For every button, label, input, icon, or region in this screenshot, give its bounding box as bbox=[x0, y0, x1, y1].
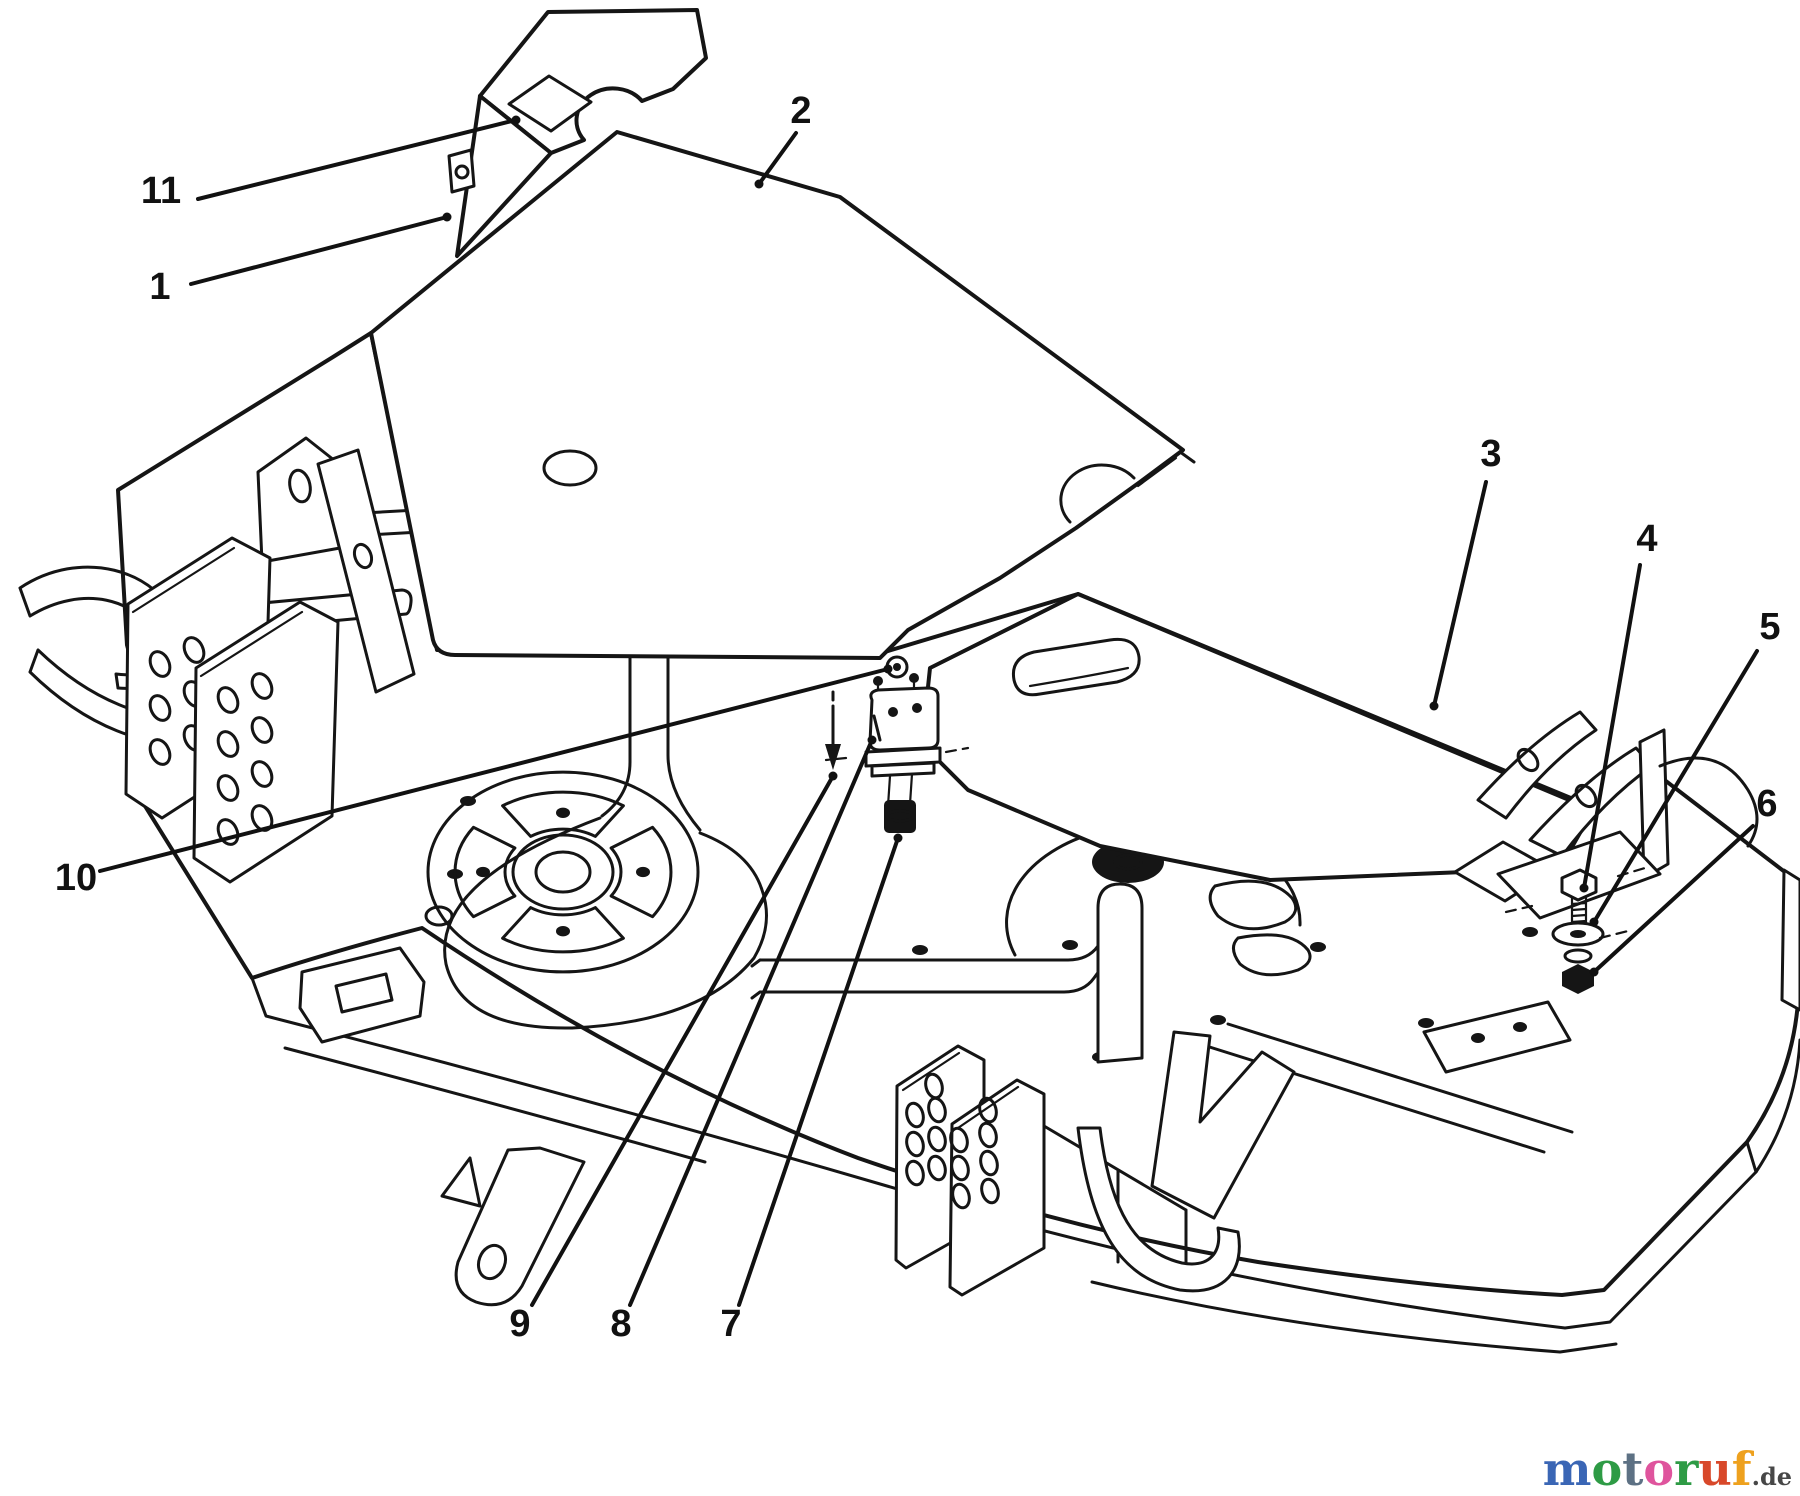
cover-tab bbox=[447, 148, 476, 194]
logo-tld: .de bbox=[1751, 1462, 1792, 1491]
logo-letter: o bbox=[1643, 1442, 1675, 1496]
callout-9-leader bbox=[530, 774, 835, 1307]
callout-2-endpoint bbox=[754, 179, 764, 189]
logo-letter: f bbox=[1731, 1442, 1752, 1496]
logo-letter: o bbox=[1591, 1442, 1623, 1496]
spindle-spider-emboss bbox=[428, 772, 698, 972]
support-strut bbox=[316, 448, 416, 694]
bearing-block bbox=[868, 686, 940, 752]
motoruf-watermark: motoruf.de bbox=[1543, 1446, 1792, 1492]
deck-body bbox=[116, 213, 1800, 1354]
callout-8-leader bbox=[628, 738, 874, 1307]
callout-11-leader bbox=[196, 118, 518, 201]
callout-label-9: 9 bbox=[509, 1303, 530, 1345]
callout-1-endpoint bbox=[442, 212, 452, 222]
hanger-flag bbox=[440, 1156, 482, 1208]
j-skid-tube bbox=[1076, 1126, 1241, 1293]
callout-label-4: 4 bbox=[1636, 518, 1657, 560]
rear-right-brackets bbox=[1476, 710, 1759, 880]
direction-arrow bbox=[825, 690, 841, 770]
baffle-plates bbox=[894, 1000, 1572, 1297]
left-mount-cluster bbox=[18, 436, 702, 1307]
belt-cover-top bbox=[447, 8, 708, 258]
callout-label-2: 2 bbox=[790, 90, 811, 132]
callout-label-10: 10 bbox=[55, 857, 97, 899]
callout-7-endpoint bbox=[893, 833, 903, 843]
callout-5-leader bbox=[1592, 649, 1759, 924]
callout-7-leader bbox=[737, 836, 900, 1307]
deck-skirt bbox=[250, 976, 1800, 1330]
callout-10-endpoint bbox=[883, 664, 893, 674]
callout-label-8: 8 bbox=[610, 1303, 631, 1345]
logo-letter: t bbox=[1622, 1442, 1644, 1496]
front-step-bracket bbox=[298, 946, 426, 1044]
logo-letter: u bbox=[1698, 1442, 1732, 1496]
callout-2-leader bbox=[757, 131, 798, 186]
v-bracket bbox=[1150, 1030, 1296, 1220]
hardware-bolt-stack bbox=[1496, 830, 1662, 994]
callout-3-endpoint bbox=[1429, 701, 1439, 711]
callout-8-endpoint bbox=[867, 735, 877, 745]
callout-11-endpoint bbox=[511, 115, 521, 125]
callout-4-leader bbox=[1582, 563, 1642, 890]
logo-letter: m bbox=[1542, 1442, 1592, 1496]
belt-grooves bbox=[750, 900, 1132, 1000]
callout-4-endpoint bbox=[1579, 883, 1589, 893]
callout-label-7: 7 bbox=[720, 1303, 741, 1345]
bolt-shank bbox=[1570, 895, 1588, 926]
belt-cover-main-outline bbox=[369, 130, 1185, 660]
callout-label-5: 5 bbox=[1759, 606, 1780, 648]
deck-outline bbox=[116, 331, 1800, 1297]
front-hanger-arm bbox=[454, 1146, 586, 1307]
callout-1-leader bbox=[189, 215, 449, 286]
callout-label-1: 1 bbox=[149, 266, 170, 308]
callout-label-11: 11 bbox=[141, 170, 181, 212]
cover-slot bbox=[1011, 637, 1141, 697]
spindle-assembly bbox=[824, 655, 970, 833]
hex-nut bbox=[1562, 964, 1594, 994]
two-hole-plate bbox=[1422, 1000, 1572, 1074]
baffle-plate-left-holes bbox=[905, 1072, 947, 1187]
callout-9-endpoint bbox=[828, 771, 838, 781]
baffle-plate-right-holes bbox=[949, 1096, 1000, 1210]
decal-top-cover bbox=[507, 74, 593, 133]
callout-6-leader bbox=[1592, 824, 1755, 974]
flange bbox=[864, 746, 942, 768]
spindle-column bbox=[1096, 882, 1144, 1064]
spacer bbox=[884, 800, 916, 833]
lock-washer bbox=[1563, 948, 1593, 964]
bolt-head bbox=[1560, 868, 1598, 902]
logo-text: motoruf bbox=[1543, 1446, 1752, 1492]
callout-3-leader bbox=[1432, 480, 1488, 708]
callout-label-6: 6 bbox=[1756, 783, 1777, 825]
callout-6-endpoint bbox=[1589, 967, 1599, 977]
belt-cover-main bbox=[369, 130, 1185, 660]
logo-letter: r bbox=[1674, 1442, 1699, 1496]
callout-5-endpoint bbox=[1589, 917, 1599, 927]
callout-10-leader bbox=[98, 667, 890, 873]
callout-label-3: 3 bbox=[1480, 433, 1501, 475]
